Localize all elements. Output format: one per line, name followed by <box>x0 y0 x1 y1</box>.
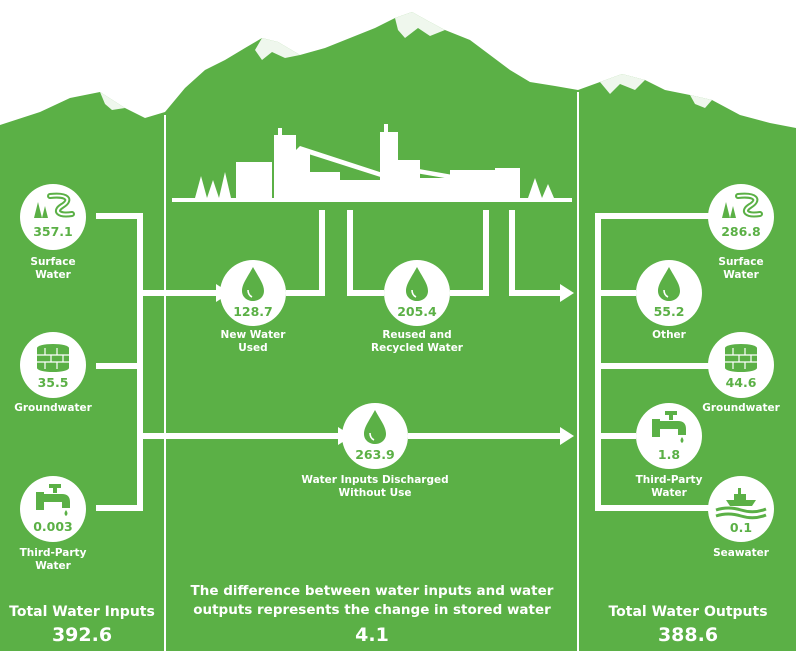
total-inputs-value: 392.6 <box>51 624 113 646</box>
total-inputs-title: Total Water Inputs <box>9 604 155 620</box>
output-other-value: 55.2 <box>653 304 685 319</box>
total-outputs-value: 388.6 <box>657 624 719 646</box>
difference-text: The difference between water inputs and … <box>190 583 554 618</box>
input-third-party-value: 0.003 <box>33 519 73 534</box>
discharged-water-value: 263.9 <box>355 447 395 462</box>
new-water-node: 128.7 <box>220 260 286 326</box>
drop-icon <box>658 267 680 301</box>
well-icon <box>37 344 69 372</box>
well-icon <box>725 344 757 372</box>
faucet-icon <box>36 484 70 516</box>
output-surface-water-value: 286.8 <box>721 224 761 239</box>
input-surface-water-value: 357.1 <box>33 224 73 239</box>
output-groundwater-node: 44.6 <box>708 332 774 398</box>
output-seawater-node: 0.1 <box>708 476 774 542</box>
discharged-water-node: 263.9 <box>342 403 408 469</box>
new-water-value: 128.7 <box>233 304 273 319</box>
output-other-label: Other <box>652 329 686 341</box>
input-third-party-node: 0.003 <box>20 476 86 542</box>
reused-water-value: 205.4 <box>397 304 437 319</box>
output-seawater-value: 0.1 <box>729 520 753 535</box>
input-groundwater-value: 35.5 <box>37 375 69 390</box>
output-groundwater-value: 44.6 <box>725 375 757 390</box>
reused-water-node: 205.4 <box>384 260 450 326</box>
drop-icon <box>242 267 264 301</box>
faucet-icon <box>652 411 686 443</box>
output-third-party-node: 1.8 <box>636 403 702 469</box>
river-icon <box>34 192 75 218</box>
ship-icon <box>715 488 767 520</box>
input-groundwater-label: Groundwater <box>14 402 92 414</box>
output-seawater-label: Seawater <box>713 547 769 559</box>
river-icon <box>722 192 763 218</box>
output-third-party-value: 1.8 <box>657 447 681 462</box>
difference-value: 4.1 <box>355 624 389 646</box>
drop-icon <box>364 410 386 444</box>
drop-icon <box>406 267 428 301</box>
output-groundwater-label: Groundwater <box>702 402 780 414</box>
input-groundwater-node: 35.5 <box>20 332 86 398</box>
total-outputs-title: Total Water Outputs <box>608 604 768 620</box>
output-surface-water-node: 286.8 <box>708 184 774 250</box>
output-other-node: 55.2 <box>636 260 702 326</box>
input-surface-water-node: 357.1 <box>20 184 86 250</box>
